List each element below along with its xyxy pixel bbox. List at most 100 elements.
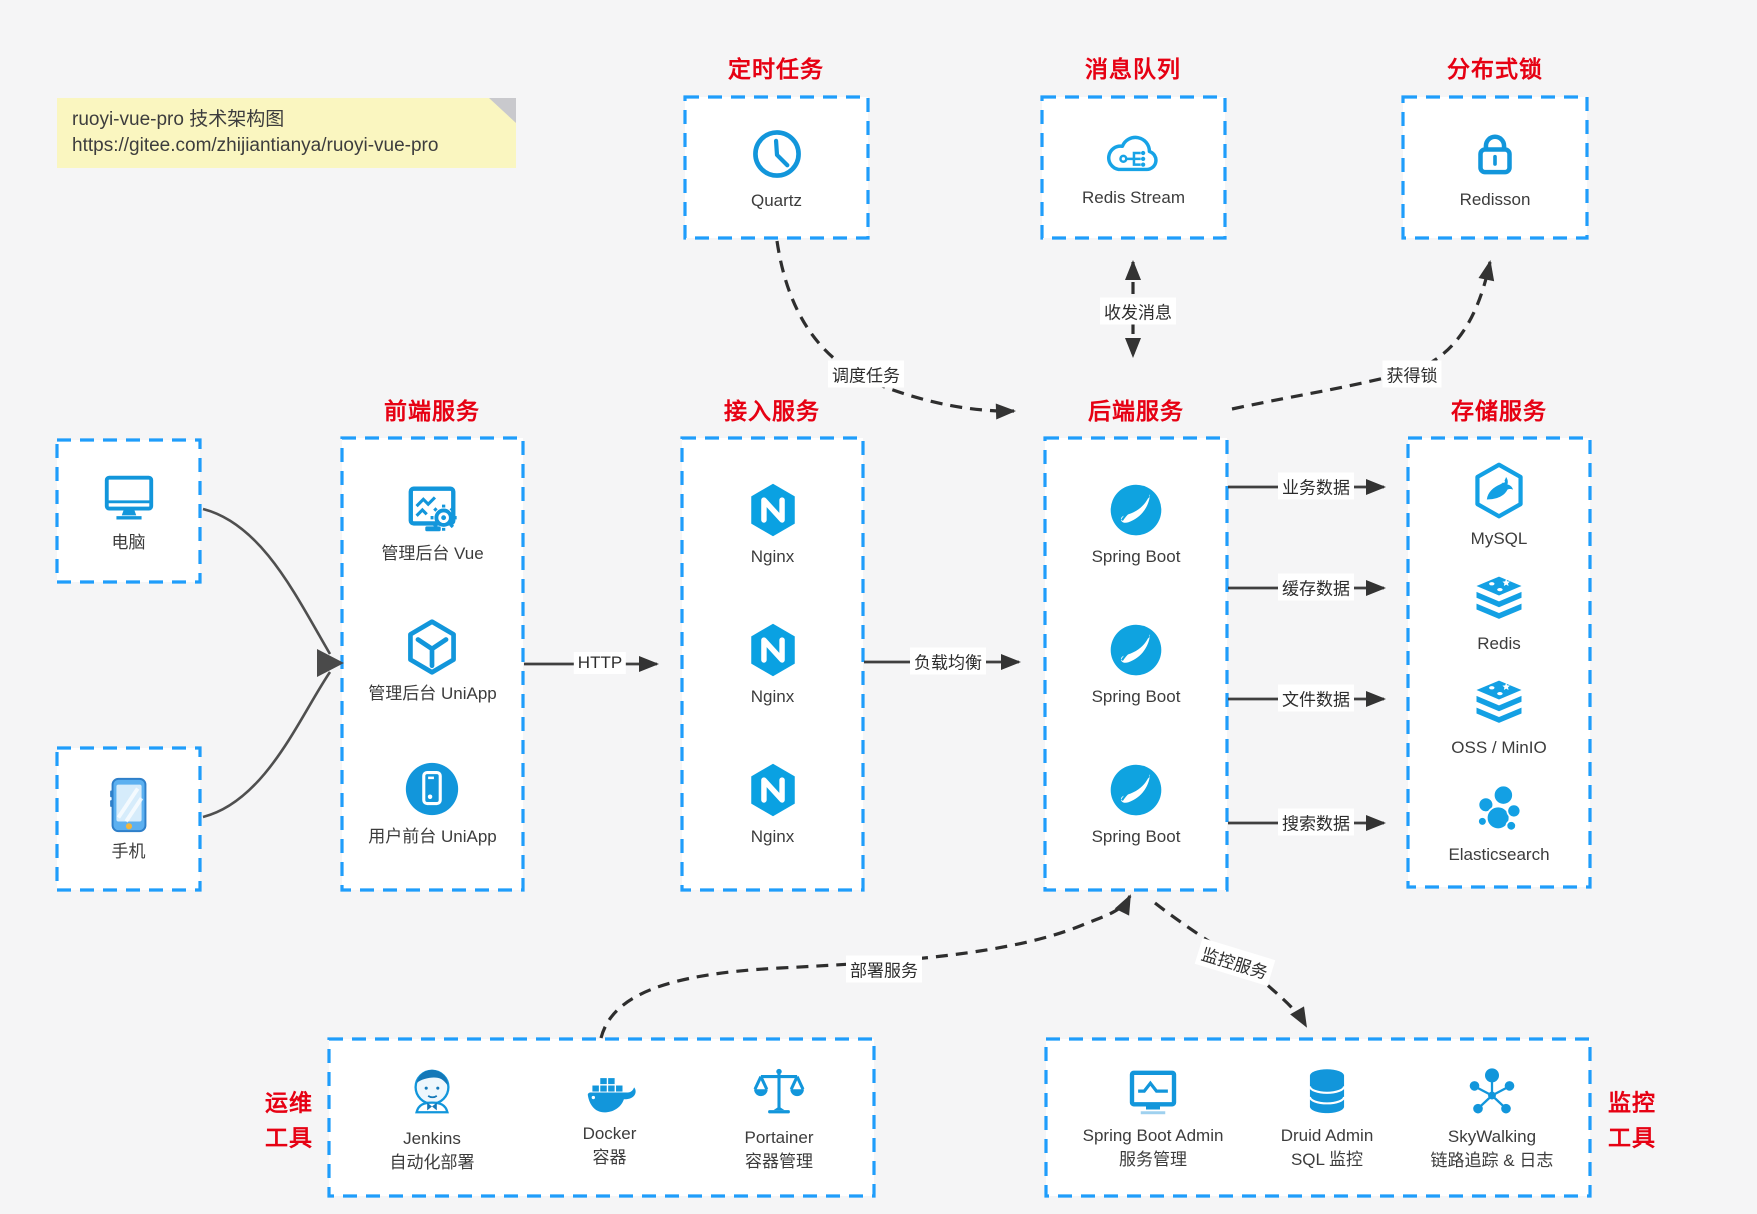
distributed-lock-box: Redisson: [1403, 97, 1587, 238]
node-label: 手机: [111, 842, 146, 862]
monitor-pulse-icon: [1125, 1065, 1181, 1119]
node-label: Docker: [582, 1124, 637, 1144]
spring-leaf-icon: [1106, 620, 1166, 680]
message-queue-box: Redis Stream: [1042, 97, 1225, 238]
node-sublabel: 容器: [592, 1148, 627, 1168]
smartphone-icon: [104, 775, 154, 835]
node-skywalking: SkyWalking 链路追踪 & 日志: [1431, 1064, 1553, 1171]
message-queue-box-border: [1040, 95, 1227, 240]
node-label: Portainer: [744, 1128, 814, 1148]
edge-label-send-receive: 收发消息: [1100, 297, 1176, 325]
oss-minio-stack-icon: [1470, 677, 1528, 731]
backend-box: Spring Boot Spring Boot Spring Boot: [1045, 438, 1227, 890]
scheduled-job-box: Quartz: [685, 97, 868, 238]
node-oss-minio: OSS / MinIO: [1451, 677, 1547, 758]
node-portainer: Portainer 容器管理: [744, 1063, 814, 1172]
title-monitor-tools: 监控 工具: [1608, 1086, 1656, 1155]
edge-label-deploy: 部署服务: [846, 955, 922, 983]
node-computer: 电脑: [98, 468, 160, 553]
node-sublabel: 自动化部署: [389, 1153, 475, 1173]
node-label: Spring Boot: [1091, 547, 1181, 567]
title-gateway: 接入服务: [724, 398, 820, 424]
distributed-lock-box-border: [1401, 95, 1589, 240]
phone-box: 手机: [57, 748, 200, 890]
edge-label-http: HTTP: [573, 652, 627, 674]
node-label: Spring Boot Admin: [1082, 1126, 1224, 1146]
phone-circle-icon: [401, 758, 463, 820]
admin-screen-gear-icon: [402, 481, 464, 537]
title-scheduled-job: 定时任务: [728, 56, 824, 82]
elasticsearch-icon: [1471, 782, 1527, 838]
node-druid-admin: Druid Admin SQL 监控: [1280, 1065, 1374, 1170]
jenkins-icon: [405, 1062, 459, 1122]
gateway-box: Nginx Nginx Nginx: [682, 438, 863, 890]
node-label: Nginx: [750, 547, 795, 567]
edge-label-schedule-job: 调度任务: [828, 360, 904, 388]
database-cylinder-icon: [1301, 1065, 1353, 1119]
client-arrows: [202, 507, 332, 819]
title-ops-line1: 运维: [265, 1089, 313, 1116]
node-springboot-3: Spring Boot: [1091, 760, 1181, 847]
desktop-icon: [98, 468, 160, 526]
ops-tools-box: Jenkins 自动化部署 Docker 容器 Portainer 容器管理: [329, 1039, 874, 1196]
node-jenkins: Jenkins 自动化部署: [390, 1062, 475, 1173]
note-title: ruoyi-vue-pro 技术架构图: [72, 109, 285, 130]
node-sublabel: 容器管理: [744, 1152, 813, 1172]
frontend-box: 管理后台 Vue 管理后台 UniApp 用户前台 UniApp: [342, 438, 523, 890]
edge-label-business-data: 业务数据: [1278, 472, 1354, 500]
node-label: 电脑: [111, 533, 146, 553]
spring-leaf-icon: [1106, 760, 1166, 820]
node-label: Nginx: [750, 827, 795, 847]
node-elasticsearch: Elasticsearch: [1448, 782, 1550, 865]
title-ops-line2: 工具: [265, 1124, 313, 1150]
node-nginx-1: Nginx: [744, 480, 802, 567]
docker-whale-icon: [580, 1067, 640, 1117]
node-redis: Redis: [1470, 573, 1528, 654]
nginx-icon: [744, 620, 802, 680]
note-url: https://gitee.com/zhijiantianya/ruoyi-vu…: [72, 135, 439, 156]
node-mysql: MySQL: [1469, 460, 1529, 549]
mysql-dolphin-icon: [1469, 460, 1529, 522]
note-fold-corner: [489, 98, 516, 123]
title-monitor-line1: 监控: [1608, 1089, 1656, 1116]
monitor-tools-box: Spring Boot Admin 服务管理 Druid Admin SQL 监…: [1046, 1039, 1590, 1196]
client-merge-arrowhead: [317, 649, 344, 677]
node-label: Nginx: [750, 687, 795, 707]
node-label: Elasticsearch: [1448, 845, 1550, 864]
node-nginx-3: Nginx: [744, 760, 802, 847]
node-springboot-1: Spring Boot: [1091, 480, 1181, 567]
title-storage: 存储服务: [1451, 398, 1547, 424]
sticky-note: ruoyi-vue-pro 技术架构图 https://gitee.com/zh…: [57, 98, 516, 168]
edge-label-search-data: 搜索数据: [1278, 808, 1354, 836]
title-message-queue: 消息队列: [1085, 56, 1181, 82]
nginx-icon: [744, 480, 802, 540]
node-label: Redisson: [1459, 189, 1531, 209]
nginx-icon: [744, 760, 802, 820]
padlock-icon: [1466, 125, 1524, 183]
node-redisson: Redisson: [1459, 125, 1531, 210]
scheduled-job-box-border: [683, 95, 870, 240]
node-label: Jenkins: [403, 1129, 461, 1149]
title-frontend: 前端服务: [384, 398, 480, 424]
edge-label-acquire-lock: 获得锁: [1382, 360, 1442, 388]
spring-leaf-icon: [1106, 480, 1166, 540]
node-user-uniapp: 用户前台 UniApp: [368, 758, 497, 847]
redis-stack-icon: [1470, 573, 1528, 627]
node-admin-vue: 管理后台 Vue: [381, 481, 484, 564]
skywalking-molecule-icon: [1464, 1064, 1520, 1120]
title-backend: 后端服务: [1088, 398, 1184, 424]
node-admin-uniapp: 管理后台 UniApp: [368, 617, 497, 704]
node-sublabel: 服务管理: [1119, 1150, 1188, 1170]
node-quartz: Quartz: [747, 124, 807, 211]
node-label: Druid Admin: [1280, 1126, 1374, 1146]
monitor-tools-box-border: [1044, 1037, 1592, 1198]
node-label: Spring Boot: [1091, 827, 1181, 847]
node-label: Spring Boot: [1091, 687, 1181, 707]
edge-label-load-balance: 负载均衡: [910, 647, 986, 675]
cloud-network-icon: [1101, 127, 1165, 181]
ops-tools-box-border: [327, 1037, 876, 1198]
portainer-scales-icon: [750, 1063, 808, 1121]
node-phone: 手机: [104, 775, 154, 862]
node-nginx-2: Nginx: [744, 620, 802, 707]
